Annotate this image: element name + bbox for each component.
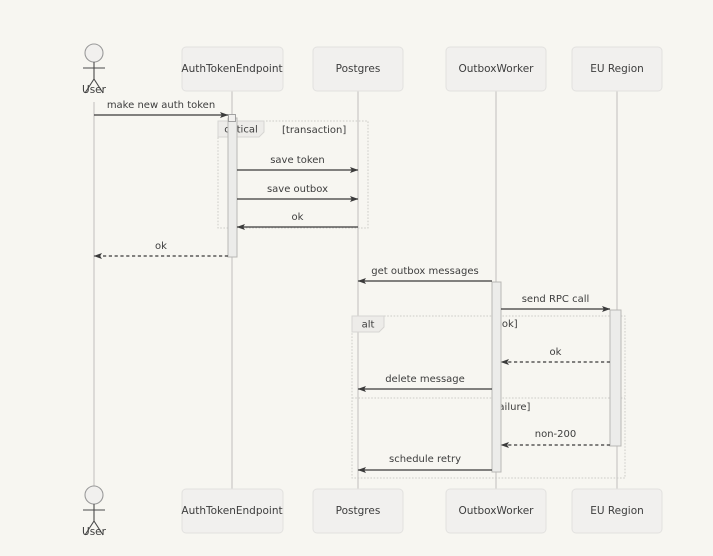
- participant-worker-bottom[interactable]: OutboxWorker: [445, 488, 547, 534]
- message-label-m7: send RPC call: [522, 294, 590, 305]
- message-m3: save outbox: [237, 184, 359, 202]
- message-m5: ok: [93, 241, 228, 260]
- message-m8: ok: [500, 347, 610, 366]
- message-label-m10: non-200: [535, 429, 577, 440]
- message-m6: get outbox messages: [357, 266, 492, 285]
- message-label-m2: save token: [270, 155, 325, 166]
- act-worker: [491, 281, 502, 473]
- fragment-condition-critical-0: [transaction]: [282, 125, 346, 136]
- participant-user-bottom[interactable]: User: [82, 485, 107, 538]
- message-label-m9: delete message: [385, 374, 465, 385]
- participant-box: [181, 488, 284, 534]
- message-m4: ok: [236, 212, 358, 231]
- act-eu: [609, 309, 622, 447]
- participant-eu-bottom[interactable]: EU Region: [571, 488, 663, 534]
- participant-label-worker-bottom: OutboxWorker: [458, 505, 534, 517]
- act-auth: [227, 117, 238, 258]
- participant-user-top[interactable]: User: [82, 43, 107, 96]
- participant-label-user-top: User: [82, 84, 107, 96]
- fragment-operator-label-alt: alt: [362, 320, 375, 331]
- participant-worker-top[interactable]: OutboxWorker: [445, 46, 547, 92]
- message-m1: make new auth token: [94, 100, 229, 118]
- activations-group: [227, 114, 622, 473]
- participant-label-auth-top: AuthTokenEndpoint: [181, 63, 282, 75]
- participant-auth-top[interactable]: AuthTokenEndpoint: [181, 46, 284, 92]
- fragment-condition-alt-1: [failure]: [491, 402, 530, 413]
- fragment-alt: alt [ok] [failure]: [351, 315, 626, 479]
- message-label-m3: save outbox: [267, 184, 328, 195]
- message-m10: non-200: [500, 429, 610, 449]
- participant-box: [445, 488, 547, 534]
- participants-top-group: User AuthTokenEndpoint Postgres OutboxWorke…: [82, 43, 663, 96]
- participant-pg-bottom[interactable]: Postgres: [312, 488, 404, 534]
- message-m2: save token: [237, 155, 359, 173]
- participant-box: [181, 46, 284, 92]
- participant-box: [571, 46, 663, 92]
- message-label-m5: ok: [155, 241, 167, 252]
- participant-label-auth-bottom: AuthTokenEndpoint: [181, 505, 282, 517]
- message-m9: delete message: [357, 374, 492, 393]
- participant-label-user-bottom: User: [82, 526, 107, 538]
- messages-group: make new auth token save token save outbox…: [93, 100, 611, 474]
- fragment-operator-label-critical: critical: [224, 125, 258, 136]
- participant-label-eu-top: EU Region: [590, 63, 644, 75]
- participant-box: [312, 488, 404, 534]
- participant-box: [571, 488, 663, 534]
- message-label-m4: ok: [292, 212, 304, 223]
- participant-pg-top[interactable]: Postgres: [312, 46, 404, 92]
- fragment-condition-alt-0: [ok]: [498, 319, 518, 330]
- actor-head-icon: [84, 43, 104, 63]
- participant-label-pg-bottom: Postgres: [336, 505, 381, 517]
- participants-bottom-group: User AuthTokenEndpoint Postgres OutboxWorke…: [82, 485, 663, 538]
- participant-box: [445, 46, 547, 92]
- actor-body-icon: [83, 504, 105, 536]
- message-m11: schedule retry: [357, 454, 492, 474]
- actor-body-icon: [83, 62, 105, 94]
- message-label-m11: schedule retry: [389, 454, 461, 465]
- message-m7: send RPC call: [501, 294, 611, 312]
- participant-label-worker-top: OutboxWorker: [458, 63, 534, 75]
- fragment-operator-tab: [351, 315, 385, 333]
- fragment-border: [217, 120, 369, 229]
- fragments-group: critical [transaction] alt [ok] [failure]: [217, 120, 626, 479]
- participant-label-eu-bottom: EU Region: [590, 505, 644, 517]
- participant-box: [312, 46, 404, 92]
- participant-eu-top[interactable]: EU Region: [571, 46, 663, 92]
- activation-start-marker: [228, 114, 236, 122]
- participant-label-pg-top: Postgres: [336, 63, 381, 75]
- message-label-m6: get outbox messages: [371, 266, 478, 277]
- message-label-m1: make new auth token: [107, 100, 215, 111]
- participant-auth-bottom[interactable]: AuthTokenEndpoint: [181, 488, 284, 534]
- message-label-m8: ok: [550, 347, 562, 358]
- actor-head-icon: [84, 485, 104, 505]
